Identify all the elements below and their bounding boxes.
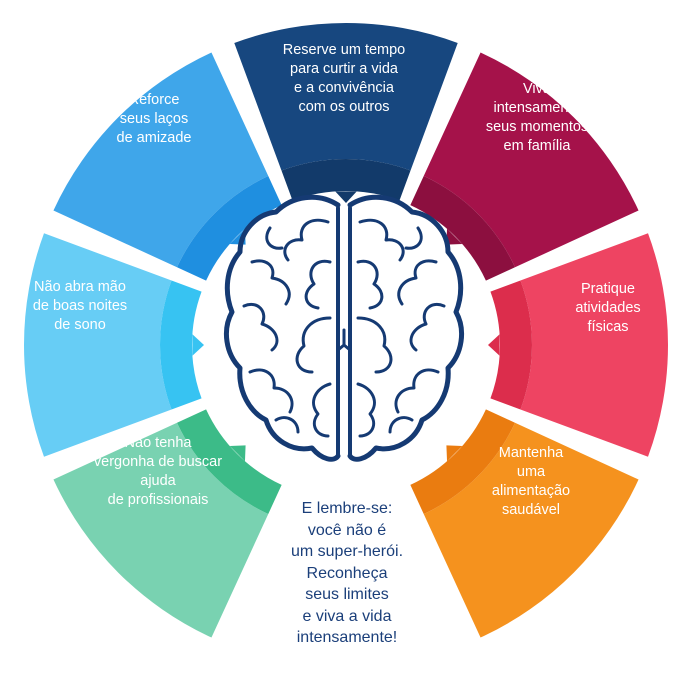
segment-label-viva: Viva intensamente seus momentos em família (452, 80, 622, 156)
segment-inner-mantenha (410, 409, 515, 514)
segment-label-reforce: Reforce seus laços de amizade (69, 91, 239, 148)
segment-pratique (488, 233, 668, 457)
segment-reforce (53, 52, 282, 281)
segment-outer-reserve (234, 22, 458, 171)
segment-label-mantenha: Mantenha uma alimentação saudável (446, 444, 616, 520)
segment-label-line: para curtir a vida (290, 61, 398, 77)
segment-reserve (234, 22, 458, 203)
segment-outer-viva (423, 52, 639, 268)
segment-label-line: saudável (501, 502, 561, 518)
segment-inner-reforce (177, 176, 282, 281)
segment-label-line: vergonha de buscar (93, 454, 223, 470)
segment-label-line: Mantenha (498, 445, 564, 461)
segment-label-line: de sono (54, 316, 106, 333)
segment-inner-nao-tenha (177, 409, 282, 514)
segment-label-line: de profissionais (107, 492, 209, 508)
segment-label-line: atividades (575, 299, 641, 316)
segment-inner-nao-abra (160, 280, 202, 410)
segment-label-line: de boas noites (32, 297, 128, 314)
center-line: seus limites (305, 586, 389, 603)
segment-pointer-pratique (488, 334, 500, 356)
brain-icon (224, 194, 464, 462)
segment-inner-viva (410, 176, 515, 281)
segment-label-line: em família (503, 138, 571, 154)
center-line: E lembre-se: (301, 500, 393, 517)
segment-label-line: Não abra mão (34, 278, 126, 295)
segment-viva (410, 52, 639, 281)
segment-pointer-nao-abra (192, 334, 204, 356)
segment-label-reserve: Reserve um tempo para curtir a vida e a co… (259, 41, 429, 117)
segment-pointer-nao-tenha (229, 445, 246, 462)
segment-outer-nao-tenha (53, 422, 269, 638)
segment-inner-reserve (281, 159, 411, 201)
segment-label-line: seus laços (119, 110, 189, 127)
segment-label-line: alimentação (491, 483, 571, 499)
segment-label-pratique: Pratique atividades físicas (523, 280, 691, 337)
segment-label-line: com os outros (298, 99, 390, 115)
wheel-segments (24, 22, 668, 638)
segment-label-line: Reserve um tempo (282, 42, 406, 58)
segment-label-line: de amizade (116, 129, 192, 146)
segment-pointer-reserve (335, 191, 357, 203)
segment-nao-tenha (53, 409, 282, 638)
segment-inner-pratique (490, 280, 532, 410)
segment-label-line: Viva (523, 81, 551, 97)
center-line: um super-herói. (290, 543, 404, 560)
segment-label-line: uma (516, 464, 546, 480)
segment-mantenha (410, 409, 639, 638)
center-line: intensamente! (296, 629, 398, 646)
segment-label-line: intensamente (493, 100, 581, 116)
segment-label-line: seus momentos (485, 119, 589, 135)
segment-outer-mantenha (423, 422, 639, 638)
segment-label-line: Reforce (128, 91, 180, 108)
segment-label-nao-tenha: Não tenha vergonha de buscar ajuda de profi… (73, 434, 243, 510)
segment-label-line: Pratique (580, 280, 635, 297)
segment-pointer-viva (446, 228, 463, 245)
segment-pointer-mantenha (446, 445, 463, 462)
segment-outer-pratique (520, 233, 668, 457)
segment-label-line: físicas (587, 318, 629, 335)
center-line: e viva a vida (302, 607, 392, 625)
segment-label-nao-abra: Não abra mão de boas noites de sono (0, 278, 165, 335)
segment-label-line: ajuda (140, 473, 176, 489)
center-line: você não é (307, 521, 387, 539)
segment-label-line: Não tenha (124, 435, 192, 451)
segment-label-line: e a convivência (294, 80, 394, 96)
segment-nao-abra (24, 233, 204, 457)
center-line: Reconheça (306, 564, 388, 582)
center-message: E lembre-se: você não é um super-herói. … (262, 498, 432, 649)
segment-outer-reforce (53, 52, 269, 268)
segment-outer-nao-abra (24, 233, 172, 457)
